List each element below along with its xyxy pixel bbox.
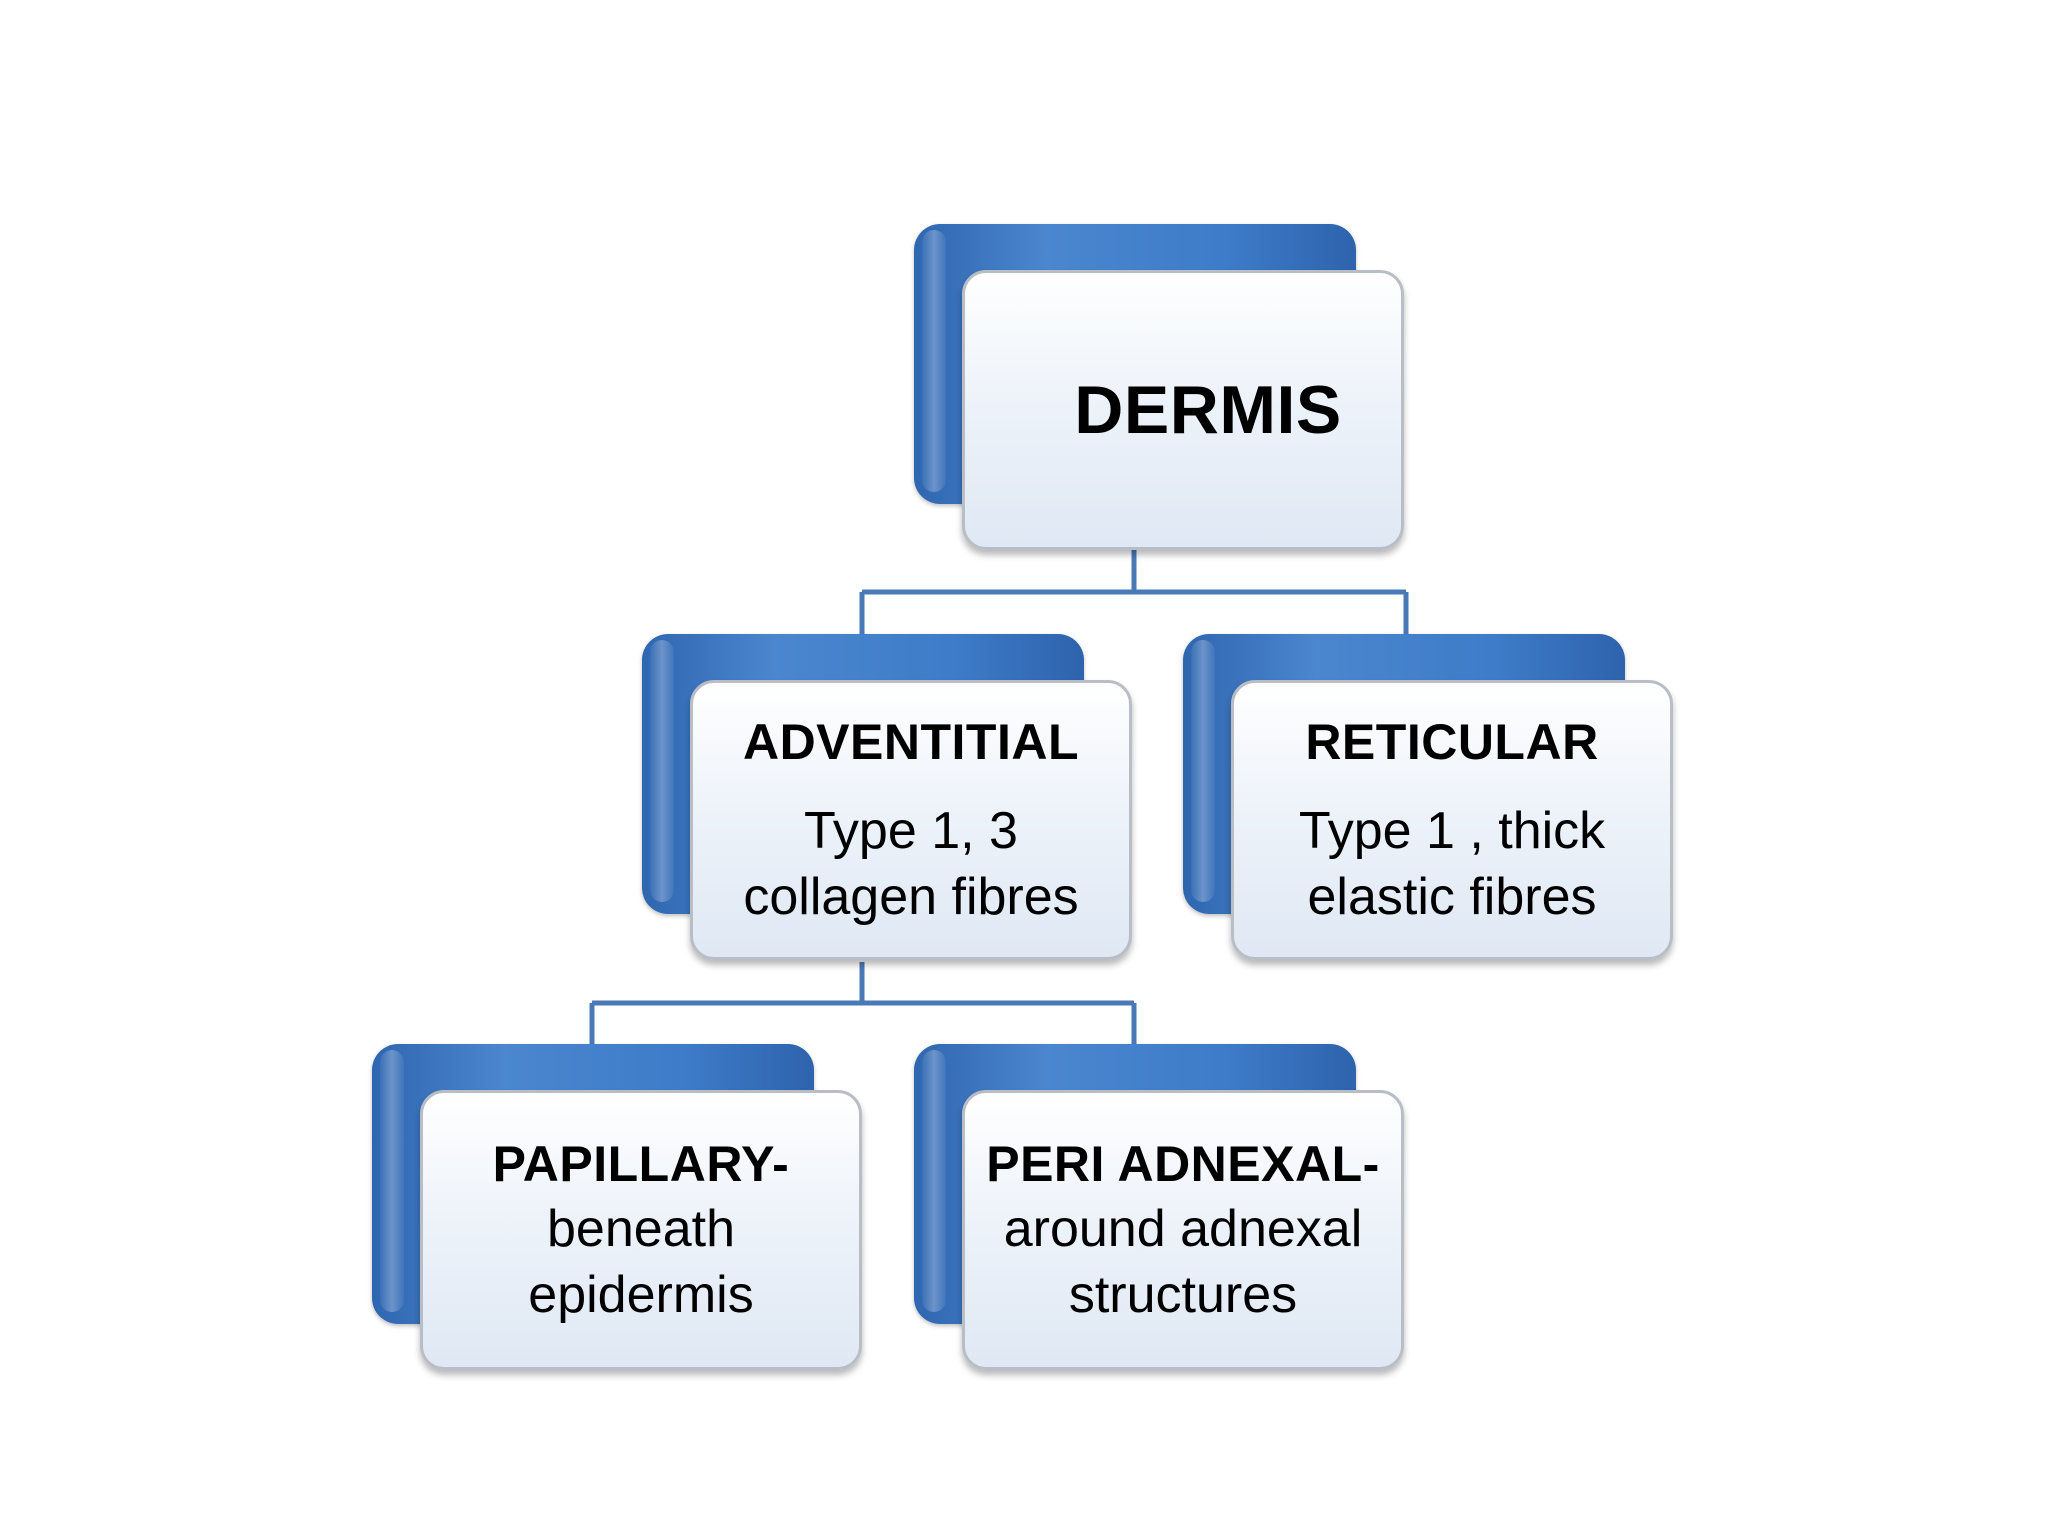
node-reticular-line-2: elastic fibres — [1307, 868, 1597, 926]
node-papillary: PAPILLARY- beneath epidermis — [372, 1044, 866, 1374]
node-reticular-line-1: Type 1 , thick — [1298, 802, 1606, 860]
node-dermis-title: DERMIS — [1074, 372, 1342, 448]
node-adventitial: ADVENTITIAL Type 1, 3 collagen fibres — [642, 634, 1136, 964]
node-reticular-box: RETICULAR Type 1 , thick elastic fibres — [1231, 680, 1673, 960]
connector-adventitial-to-children — [589, 962, 1137, 1045]
node-adventitial-title: ADVENTITIAL — [742, 714, 1080, 770]
node-reticular-title: RETICULAR — [1305, 714, 1599, 770]
node-adventitial-line-1: Type 1, 3 — [804, 802, 1018, 860]
node-dermis-box: DERMIS — [962, 270, 1404, 550]
node-papillary-title: PAPILLARY- — [492, 1136, 790, 1192]
node-peri-adnexal-title: PERI ADNEXAL- — [986, 1136, 1380, 1192]
connector-dermis-to-children — [859, 550, 1409, 635]
node-peri-adnexal: PERI ADNEXAL- around adnexal structures — [914, 1044, 1408, 1374]
node-papillary-box: PAPILLARY- beneath epidermis — [420, 1090, 862, 1370]
node-papillary-line-2: epidermis — [528, 1266, 754, 1324]
node-adventitial-box: ADVENTITIAL Type 1, 3 collagen fibres — [690, 680, 1132, 960]
node-papillary-line-1: beneath — [547, 1200, 735, 1258]
node-adventitial-line-2: collagen fibres — [743, 868, 1079, 926]
node-reticular: RETICULAR Type 1 , thick elastic fibres — [1183, 634, 1677, 964]
node-peri-adnexal-line-1: around adnexal — [1003, 1200, 1363, 1258]
node-peri-adnexal-box: PERI ADNEXAL- around adnexal structures — [962, 1090, 1404, 1370]
node-dermis: DERMIS — [914, 224, 1408, 554]
node-peri-adnexal-line-2: structures — [1068, 1266, 1298, 1324]
